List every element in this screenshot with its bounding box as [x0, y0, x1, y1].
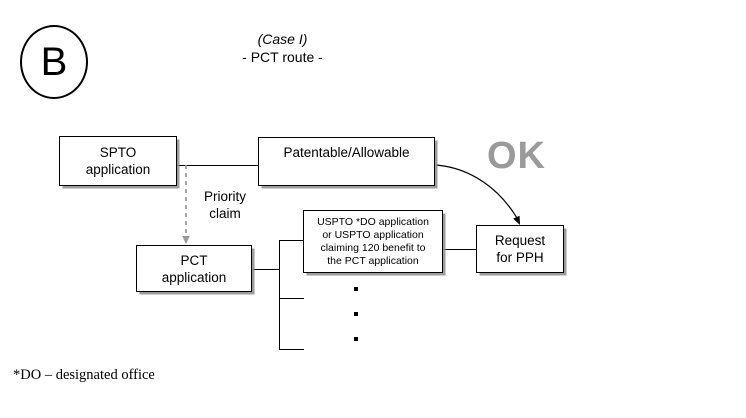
box-request-for-pph[interactable]: Request for PPH [476, 225, 564, 273]
box-uspto-line1: USPTO *DO application [317, 215, 429, 228]
bracket-branch-middle [279, 298, 304, 299]
connector-uspto-to-request [443, 249, 477, 250]
box-spto-application[interactable]: SPTO application [59, 136, 177, 186]
box-pct-line2: application [161, 269, 227, 285]
title-route-label: - PCT route - [242, 49, 323, 65]
box-uspto-line3: claiming 120 benefit to [320, 241, 426, 254]
ellipsis-dot-3 [354, 337, 358, 341]
box-uspto-line2: or USPTO application [322, 228, 424, 241]
box-spto-line1: SPTO [99, 145, 137, 160]
box-patentable-line1: Patentable/Allowable [283, 145, 410, 160]
bracket-branch-top [279, 240, 304, 241]
ok-label: OK [487, 135, 546, 177]
connector-spto-to-patentable [177, 165, 259, 166]
box-request-line2: for PPH [496, 250, 544, 265]
priority-claim-line1: Priority [203, 189, 246, 204]
diagram-title: (Case I) - PCT route - [205, 31, 360, 66]
box-pct-line1: PCT [180, 252, 208, 268]
box-pct-application[interactable]: PCT application [136, 245, 252, 292]
ellipsis-dot-1 [354, 287, 358, 291]
box-uspto-line4: the PCT application [327, 254, 419, 267]
case-badge-letter: B [40, 40, 68, 84]
bracket-vertical-line [279, 240, 280, 350]
box-patentable-allowable[interactable]: Patentable/Allowable [258, 137, 435, 186]
box-spto-line2: application [85, 162, 151, 177]
case-badge: B [20, 25, 88, 99]
priority-claim-label: Priority claim [190, 188, 260, 222]
box-request-line1: Request [494, 233, 546, 248]
footnote-designated-office: *DO – designated office [13, 367, 155, 383]
priority-claim-line2: claim [209, 206, 241, 221]
priority-claim-arrow [182, 165, 190, 244]
title-case-label: (Case I) [257, 31, 308, 47]
bracket-branch-bottom [279, 349, 304, 350]
ellipsis-dot-2 [354, 312, 358, 316]
box-uspto-do-application[interactable]: USPTO *DO application or USPTO applicati… [303, 210, 443, 273]
connector-pct-to-bracket [252, 269, 280, 270]
